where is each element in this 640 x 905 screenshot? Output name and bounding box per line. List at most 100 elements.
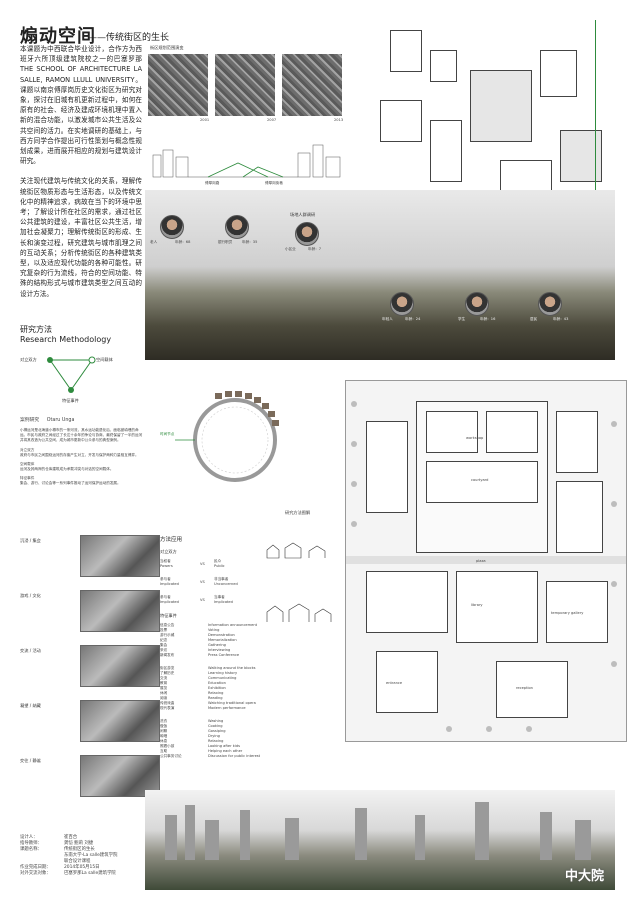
event-cn: 闲聊: [160, 729, 168, 733]
party-b: 非当事者: [214, 577, 229, 581]
interviewee-age: 年龄：16: [480, 317, 496, 321]
event-list-item: 公共事务讨论 Discussion for public interest: [160, 754, 340, 759]
diagram-right-label: 空间载体: [96, 357, 113, 362]
case-text: 小樽运河是北海道小樽市的一条河流，其水运功能退化后，面临被填埋的命运。市民与政府…: [20, 427, 143, 442]
event-cn: 集会: [160, 643, 168, 647]
party-row: 参与者 Implicated VS 当事者 Implicated: [160, 595, 340, 605]
section-label: 傅厚岗街巷: [265, 181, 283, 185]
credit-key: 作业完成日期：: [20, 865, 51, 870]
event-en: Education: [208, 681, 226, 685]
intro-text: 本课题为中西联合毕业设计，合作方为西班牙六所顶级建筑院校之一的巴塞罗那THE S…: [20, 44, 142, 305]
interviewee-name: 小区业: [285, 247, 296, 251]
plan-label: courtyard: [471, 478, 489, 482]
event-cn: 照看小孩: [160, 744, 175, 748]
event-list-item: 游行示威 Demonstration: [160, 633, 340, 638]
event-cn: 信息公告: [160, 623, 175, 627]
credit-row: 联合设计课程: [20, 859, 150, 865]
event-label: 交流 / 活动: [20, 648, 41, 653]
credit-value: 联合设计课程: [64, 859, 91, 864]
event-cn: 现代表演: [160, 706, 175, 710]
party-a-en: Powers: [160, 564, 173, 568]
party-row: 当权者 Powers VS 民众 Public: [160, 559, 340, 569]
interviewee-name: 银行职员: [218, 240, 233, 244]
event-en: Communicating: [208, 676, 237, 680]
event-en: Modern performance: [208, 706, 246, 710]
event-cn: 公共事务讨论: [160, 754, 182, 758]
event-row: 沉浸 / 集会: [20, 535, 160, 590]
sketch-houses: [266, 542, 326, 559]
party-b: 当事者: [214, 595, 225, 599]
party-b-en: Public: [214, 564, 225, 568]
event-en: Discussion for public interest: [208, 754, 261, 758]
event-en: Exhibition: [208, 686, 226, 690]
party-b-en: Unconcerned: [214, 582, 238, 586]
credit-value: 2014年05月15日: [64, 865, 100, 870]
event-cn: 纪念: [160, 638, 168, 642]
event-cn: 了解历史: [160, 671, 175, 675]
parties-title: 对立双方: [160, 549, 177, 554]
case-section-body: 集会、游行、讨论会等一系列事件推动了运河保护运动的发展。: [20, 480, 121, 485]
event-list-item: 新闻发布 Press Conference: [160, 653, 340, 658]
event-label: 沉浸 / 集会: [20, 538, 41, 543]
year-label: 2007: [267, 118, 277, 122]
diagram-left-label: 对立双方: [20, 357, 37, 362]
method-title: 方法应用: [160, 537, 183, 543]
event-list-item: 闲聊 Gossiping: [160, 729, 340, 734]
event-row: 交流 / 活动: [20, 645, 160, 700]
site-plan-top: [350, 20, 625, 260]
event-row: 交往 / 静谧: [20, 755, 160, 810]
aerial-label: 街区规划范围演变: [150, 45, 184, 50]
method-application: 方法应用 对立双方 当权者 Powers VS 民众 Public 参与者 Im…: [160, 535, 340, 759]
credit-key: 设计人：: [20, 835, 38, 840]
interviewee-age: 年龄：35: [242, 240, 258, 244]
diagram-bottom-label: 特征事件: [62, 398, 79, 403]
event-en: Voting: [208, 628, 220, 632]
section-label: 傅厚岗路: [205, 181, 220, 185]
year-label: 2001: [200, 118, 210, 122]
bottom-panorama-photo: [145, 790, 615, 890]
event-cn: 游行示威: [160, 633, 175, 637]
interviewee-name: 年轻人: [382, 317, 393, 321]
event-cn: 做饭: [160, 724, 168, 728]
event-en: Demonstration: [208, 633, 235, 637]
event-cn: 新闻发布: [160, 653, 175, 657]
party-a: 参与者: [160, 595, 171, 599]
party-row: 参与者 Implicated VS 非当事者 Unconcerned: [160, 577, 340, 587]
ring-diagram: [175, 391, 279, 482]
event-photo: [80, 700, 160, 742]
event-en: Memorialization: [208, 638, 237, 642]
event-label: 交往 / 静谧: [20, 758, 41, 763]
method-diagram: [47, 356, 96, 393]
event-en: Watching traditional opera: [208, 701, 256, 705]
event-en: Press Conference: [208, 653, 240, 657]
events-title: 特征事件: [160, 613, 177, 618]
event-cn: 传统戏曲: [160, 701, 175, 705]
aerial-photo-2013: [282, 54, 342, 116]
event-en: Interviewing: [208, 648, 231, 652]
credit-row: 课题名称：传统街区的生长: [20, 847, 150, 853]
interviewee-avatar: [160, 215, 184, 239]
event-en: Gathering: [208, 643, 226, 647]
sketch-houses: [266, 603, 332, 622]
event-row: 游戏 / 文化: [20, 590, 160, 645]
credit-key: 课题名称：: [20, 847, 42, 852]
event-en: Gossiping: [208, 729, 226, 733]
event-rows: 沉浸 / 集会 游戏 / 文化 交流 / 活动 凝望 / 纳藏 交往 / 静谧: [20, 535, 160, 810]
interviewee-avatar: [295, 222, 319, 246]
case-title: 案例研究: [20, 418, 40, 423]
event-en: Cooking: [208, 724, 223, 728]
case-section-head: 空间载体: [20, 461, 35, 466]
event-en: Helping each other: [208, 749, 243, 753]
credit-value: 崔百合: [64, 835, 78, 840]
credit-value: 巴塞罗那La salle建筑学院: [64, 871, 116, 876]
skyline-silhouette: [165, 802, 591, 860]
party-a: 当权者: [160, 559, 171, 563]
interviewee-avatar: [390, 292, 414, 316]
